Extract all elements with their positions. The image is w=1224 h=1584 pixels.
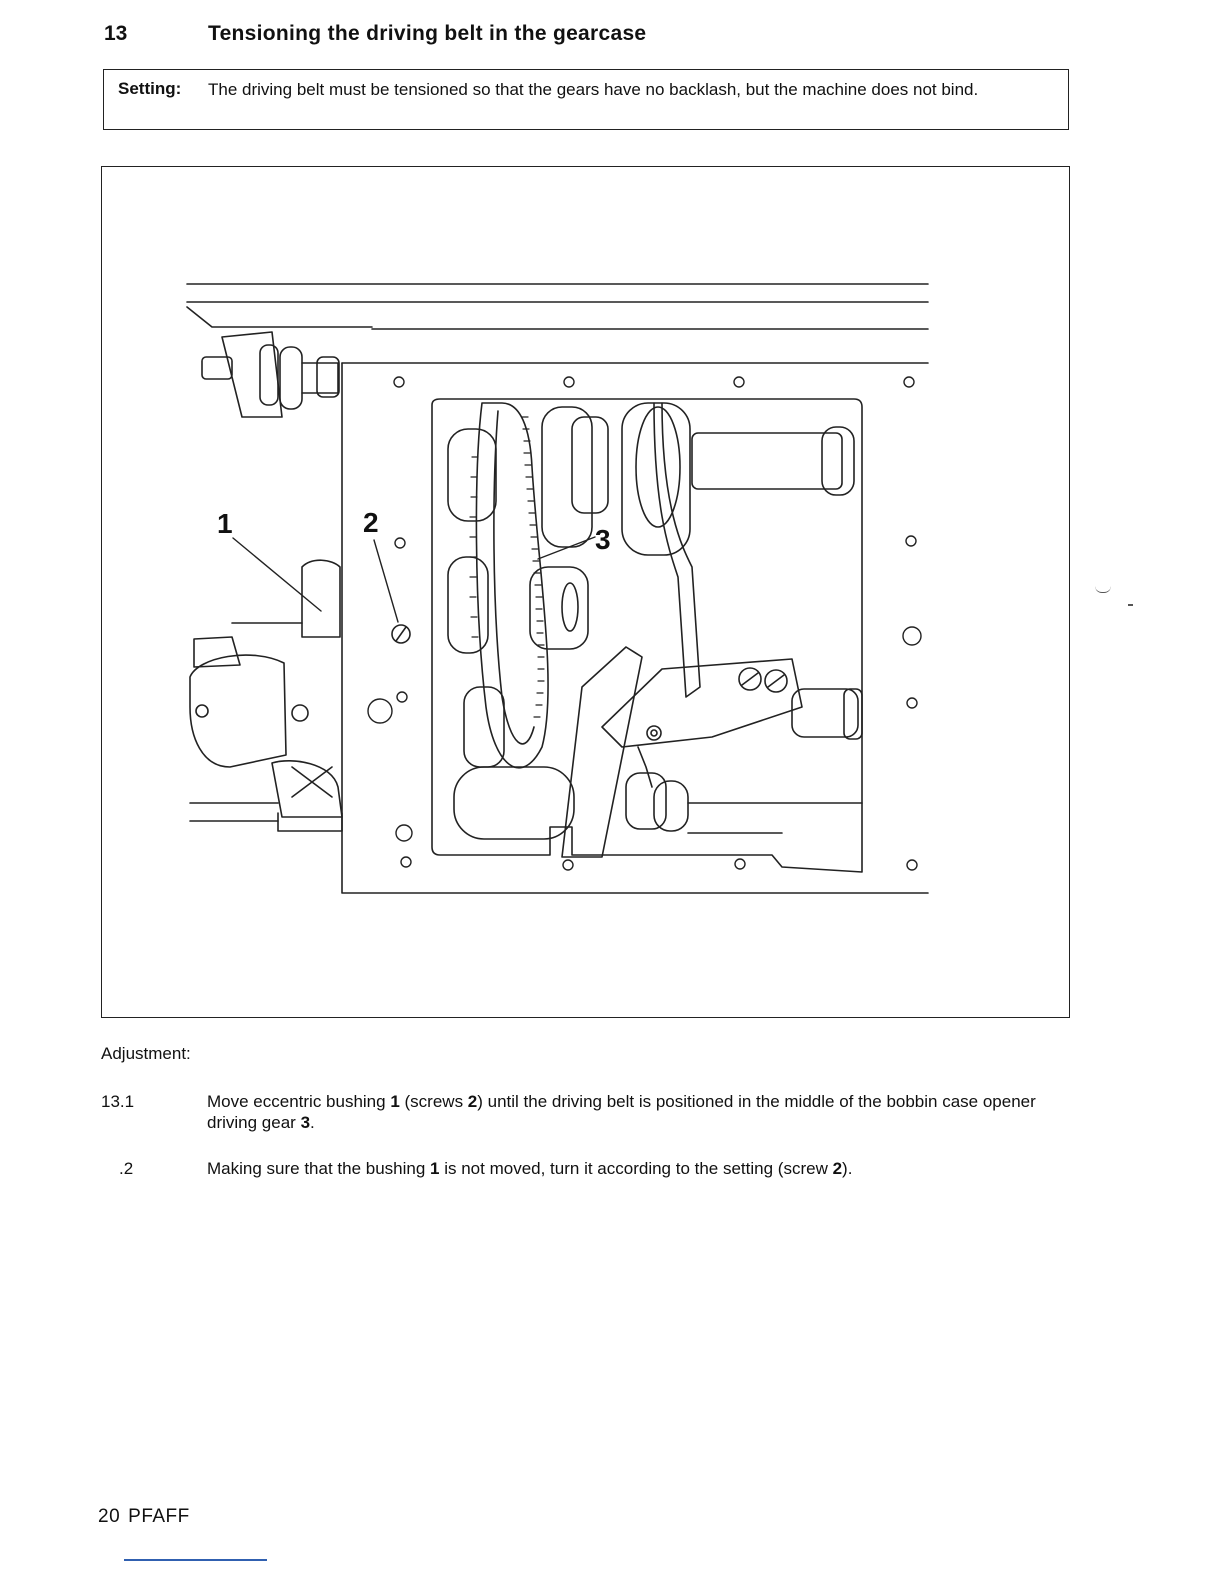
adjustment-step: .2 Making sure that the bushing 1 is not… [101, 1158, 1071, 1182]
callout-1: 1 [217, 508, 233, 539]
step-text: Move eccentric bushing 1 (screws 2) unti… [207, 1092, 1036, 1132]
scan-mark [1128, 604, 1133, 606]
section-number: 13 [104, 22, 128, 45]
brand-name: PFAFF [128, 1506, 190, 1527]
adjustment-step: 13.1 Move eccentric bushing 1 (screws 2)… [101, 1091, 1071, 1137]
footer-divider [124, 1559, 267, 1561]
gearcase-illustration: 1 2 3 [186, 283, 929, 894]
callout-3: 3 [595, 524, 611, 555]
page-footer: 20 PFAFF [98, 1506, 190, 1528]
step-text: Making sure that the bushing 1 is not mo… [207, 1159, 853, 1178]
callout-2: 2 [363, 507, 379, 538]
setting-text: The driving belt must be tensioned so th… [208, 80, 979, 99]
step-number: 13.1 [101, 1092, 135, 1111]
step-number: .2 [119, 1159, 134, 1178]
section-heading: 13 Tensioning the driving belt in the ge… [104, 22, 1084, 52]
setting-label: Setting: [118, 79, 182, 98]
adjustment-label: Adjustment: [101, 1044, 191, 1063]
scan-mark [1095, 586, 1111, 593]
setting-box: Setting: The driving belt must be tensio… [103, 69, 1069, 130]
gearcase-figure: 1 2 3 [101, 166, 1070, 1018]
section-title: Tensioning the driving belt in the gearc… [208, 22, 647, 45]
page-number: 20 [98, 1506, 121, 1527]
